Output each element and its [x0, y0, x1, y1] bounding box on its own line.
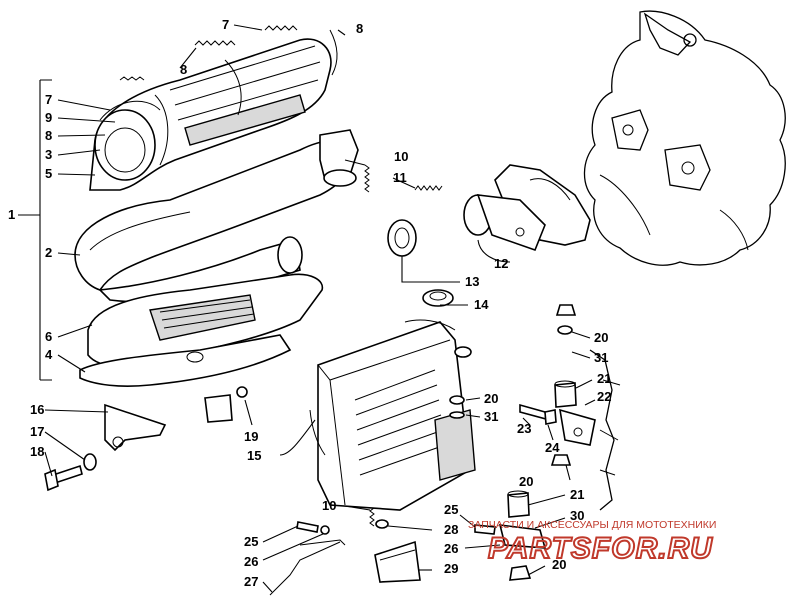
- callout-15: 15: [247, 448, 261, 463]
- callout-31-b: 31: [484, 409, 498, 424]
- callout-8-top: 8: [356, 21, 363, 36]
- callout-7-top: 7: [222, 17, 229, 32]
- callout-20-d: 20: [552, 557, 566, 572]
- callout-20-b: 20: [484, 391, 498, 406]
- callout-25-left: 25: [244, 534, 258, 549]
- callout-8-mid: 8: [180, 62, 187, 77]
- callout-14: 14: [474, 297, 489, 312]
- callout-30: 30: [570, 508, 584, 523]
- watermark-tagline: ЗАПЧАСТИ И АКСЕССУАРЫ ДЛЯ МОТОТЕХНИКИ: [468, 519, 716, 531]
- callout-31-a: 31: [594, 350, 608, 365]
- callout-28: 28: [444, 522, 458, 537]
- callout-8: 8: [45, 128, 52, 143]
- callout-26-right: 26: [444, 541, 458, 556]
- callout-labels: 1 7 9 8 3 5 2 6 4 7 8 8 10 11 12 13 14 1…: [8, 17, 611, 589]
- callout-5: 5: [45, 166, 52, 181]
- lower-hardware: [269, 519, 421, 596]
- callout-27: 27: [244, 574, 258, 589]
- heat-shield: [79, 273, 324, 387]
- exhaust-manifold: [387, 164, 591, 257]
- muffler-box: [309, 319, 476, 511]
- callout-22: 22: [597, 389, 611, 404]
- callout-25-right: 25: [444, 502, 458, 517]
- callout-12: 12: [494, 256, 508, 271]
- callout-10-upper: 10: [394, 149, 408, 164]
- mount-bracket: [44, 386, 248, 492]
- callout-20-a: 20: [594, 330, 608, 345]
- callout-18: 18: [30, 444, 44, 459]
- callout-21-a: 21: [597, 371, 611, 386]
- silencer-assembly: [89, 25, 338, 191]
- callout-4: 4: [45, 347, 53, 362]
- expansion-chamber: [74, 129, 359, 303]
- callout-23: 23: [517, 421, 531, 436]
- callout-29: 29: [444, 561, 458, 576]
- callout-7: 7: [45, 92, 52, 107]
- mount-hardware: [449, 304, 596, 581]
- callout-1: 1: [8, 207, 15, 222]
- callout-13: 13: [465, 274, 479, 289]
- callout-2: 2: [45, 245, 52, 260]
- callout-11: 11: [393, 170, 407, 185]
- callout-20-c: 20: [519, 474, 533, 489]
- leader-lines: [18, 24, 596, 593]
- callout-6: 6: [45, 329, 52, 344]
- callout-21-b: 21: [570, 487, 584, 502]
- callout-9: 9: [45, 110, 52, 125]
- callout-24: 24: [545, 440, 560, 455]
- callout-16: 16: [30, 402, 44, 417]
- callout-10-lower: 10: [322, 498, 336, 513]
- watermark-logo: PARTSFOR.RU: [488, 532, 713, 565]
- callout-17: 17: [30, 424, 44, 439]
- callout-26-left: 26: [244, 554, 258, 569]
- engine-outline: [583, 10, 786, 511]
- callout-19: 19: [244, 429, 258, 444]
- watermark: ЗАПЧАСТИ И АКСЕССУАРЫ ДЛЯ МОТОТЕХНИКИ PA…: [468, 519, 716, 566]
- callout-3: 3: [45, 147, 52, 162]
